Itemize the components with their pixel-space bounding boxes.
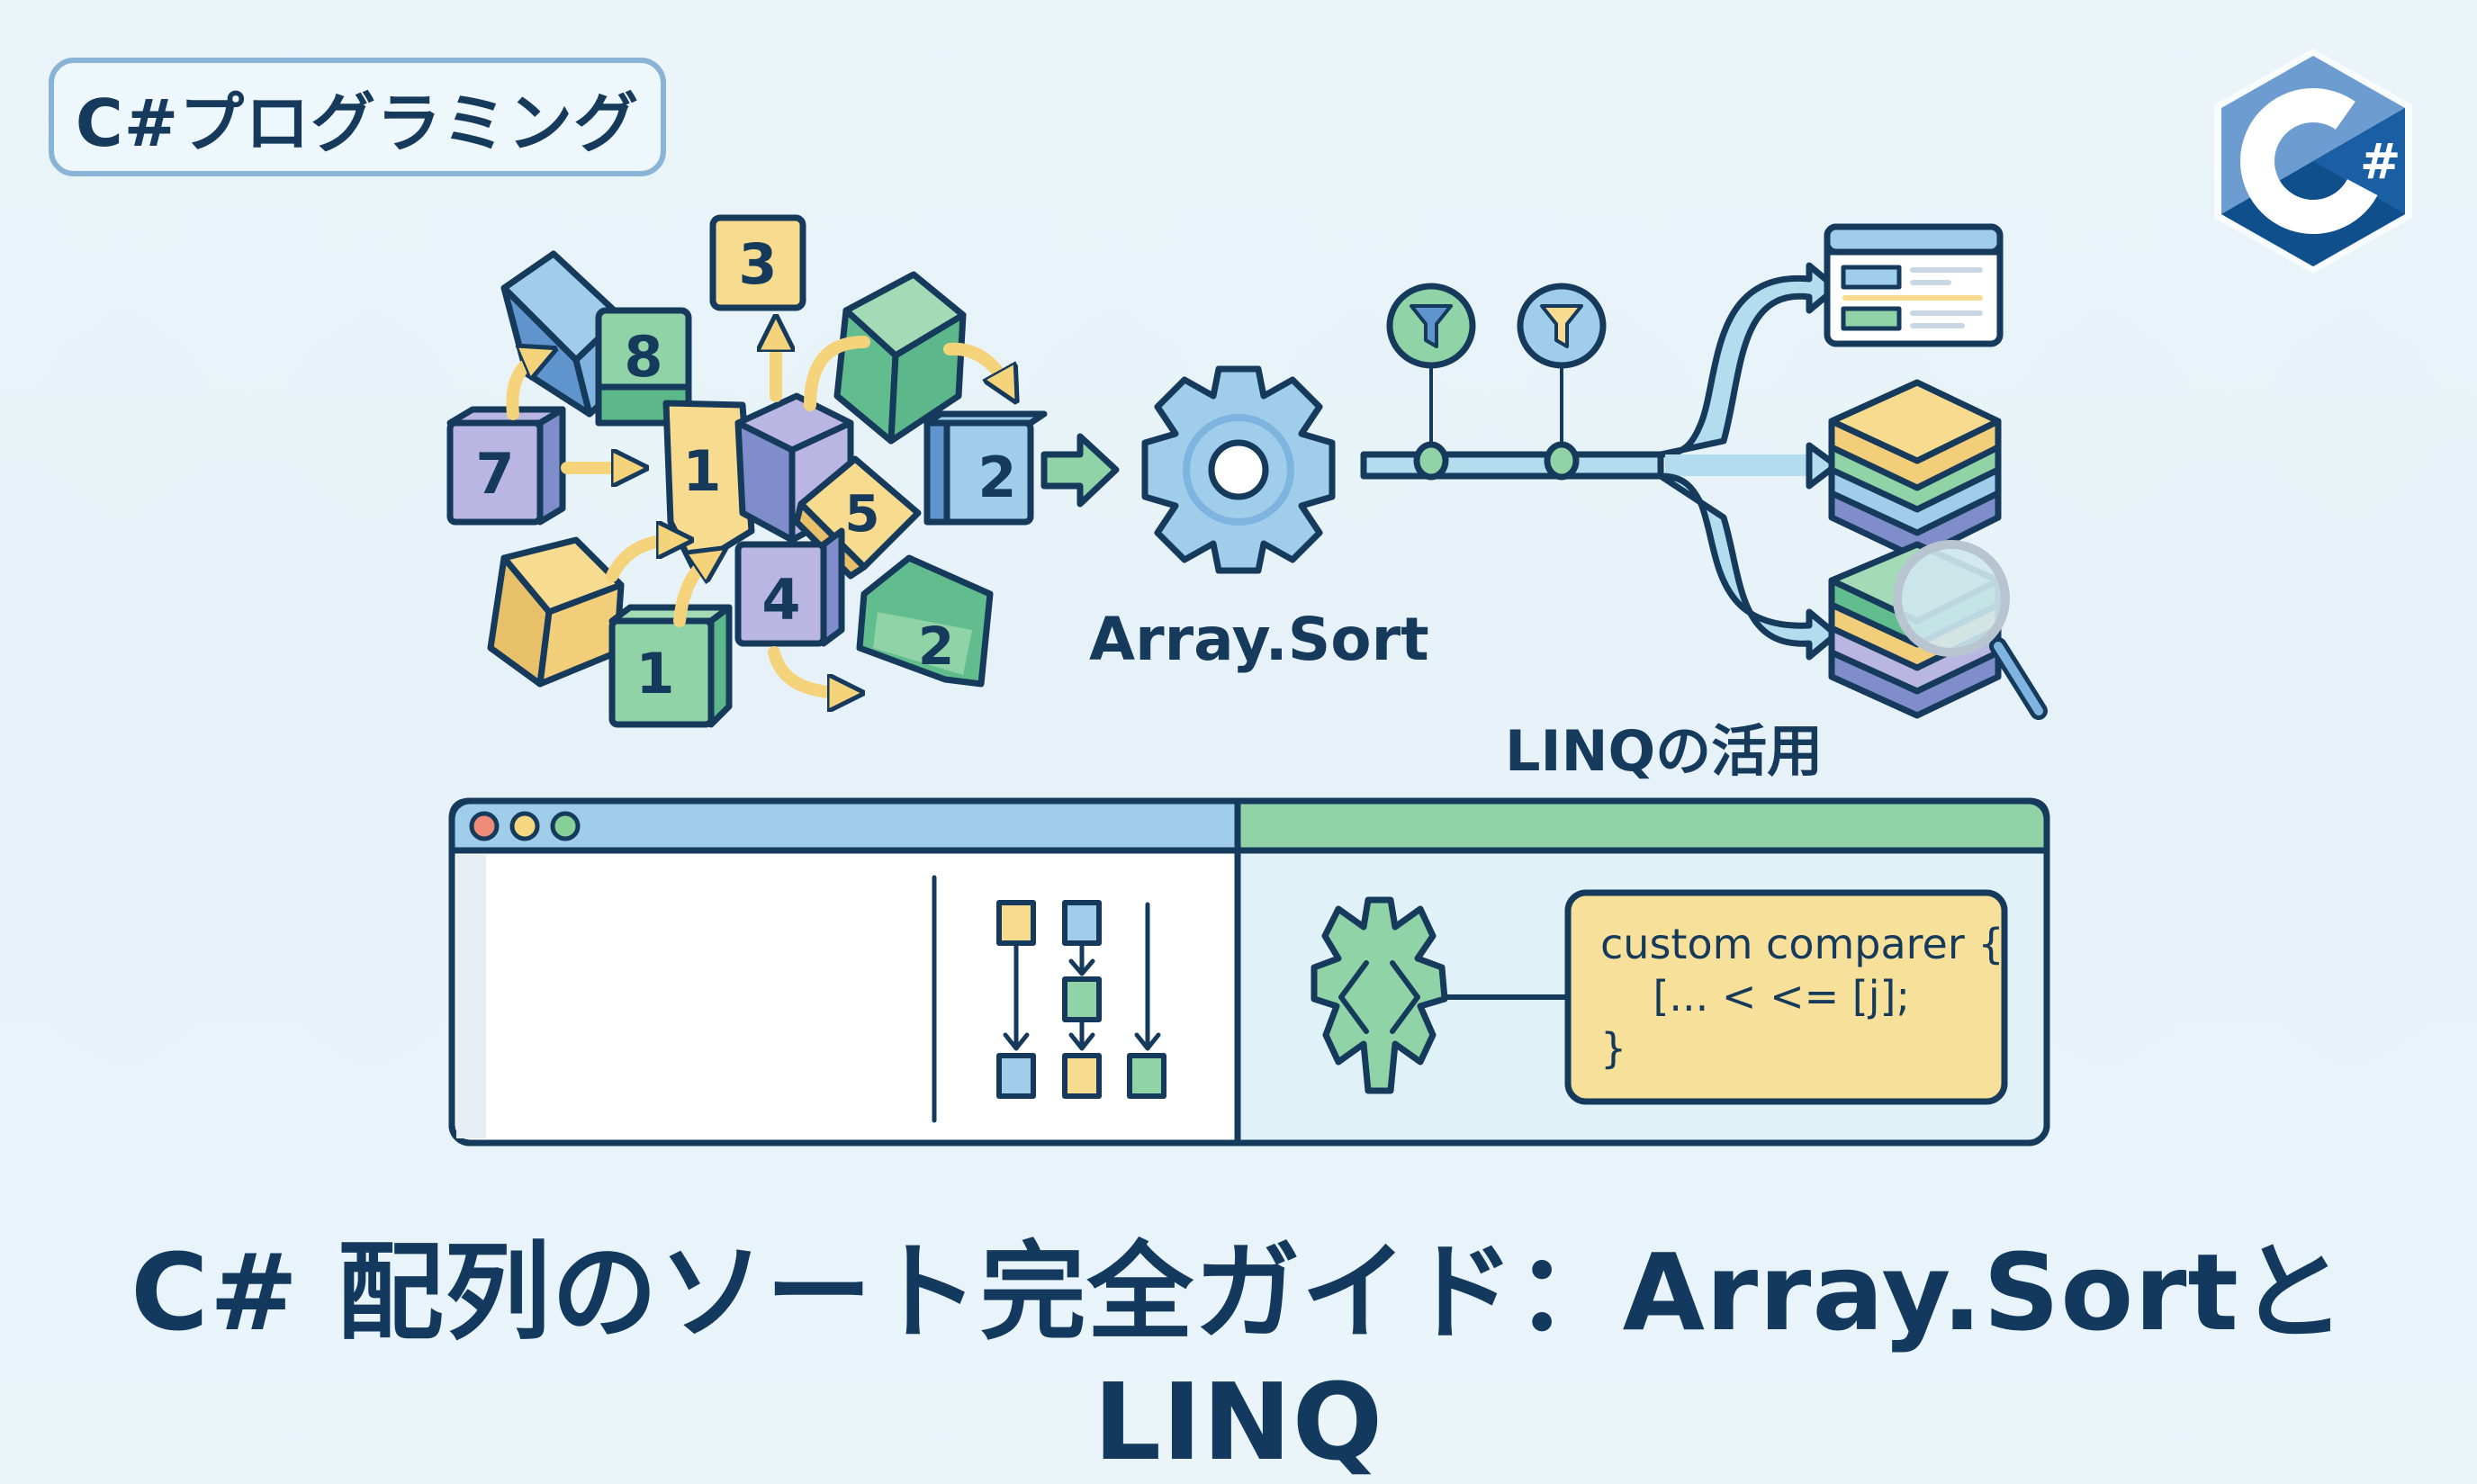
window-maximize-dot — [550, 811, 581, 841]
window-close-dot — [469, 811, 500, 841]
svg-text:7: 7 — [475, 441, 514, 507]
csharp-logo: C# # — [2214, 49, 2412, 274]
code-line: [... < <= [j]; — [1600, 972, 1910, 1021]
block-8: 8 — [595, 307, 692, 427]
block-3: 3 — [709, 214, 806, 311]
svg-text:1: 1 — [635, 641, 674, 706]
arrow-to-gear — [1040, 433, 1120, 508]
svg-text:1: 1 — [682, 438, 721, 504]
svg-text:3: 3 — [738, 231, 777, 297]
funnel-icon — [1540, 304, 1583, 348]
code-line: custom comparer { — [1600, 920, 2004, 968]
editor-window — [448, 797, 2050, 1147]
page-title: C# 配列のソート完全ガイド：Array.SortとLINQ — [131, 1230, 2346, 1484]
funnel-icon — [1410, 304, 1453, 348]
svg-text:4: 4 — [761, 567, 800, 633]
block-4: 4 — [734, 527, 845, 647]
cube-yellow — [487, 536, 625, 688]
block-7: 7 — [446, 406, 566, 526]
diagram-scene: 3 8 7 1 — [446, 214, 2050, 1147]
svg-text:2: 2 — [977, 445, 1016, 510]
array-sort-label: Array.Sort — [1089, 605, 1429, 674]
block-2-green: 2 — [856, 554, 994, 688]
code-gear-icon — [1311, 896, 1448, 1094]
linq-pipeline — [1360, 262, 1840, 661]
search-stack-icon — [1828, 540, 2048, 720]
code-line: } — [1600, 1024, 1627, 1073]
category-tag: C#プログラミング — [49, 58, 666, 176]
shuffle-arrows — [506, 333, 1008, 693]
linq-label: LINQの活用 — [1505, 718, 1824, 784]
gear-icon — [1141, 365, 1336, 574]
comparer-box — [1564, 889, 2008, 1105]
svg-text:5: 5 — [845, 485, 880, 544]
layer-stack-icon — [1828, 379, 2002, 562]
output-list-window — [1824, 223, 2004, 347]
block-1-green: 1 — [608, 604, 733, 728]
svg-text:8: 8 — [624, 324, 662, 390]
comparer-code: custom comparer { [... < <= [j];} — [1600, 918, 2004, 1075]
svg-text:#: # — [2360, 133, 2400, 190]
svg-text:2: 2 — [918, 616, 954, 677]
window-minimize-dot — [509, 811, 540, 841]
block-2-blue: 2 — [923, 410, 1048, 526]
